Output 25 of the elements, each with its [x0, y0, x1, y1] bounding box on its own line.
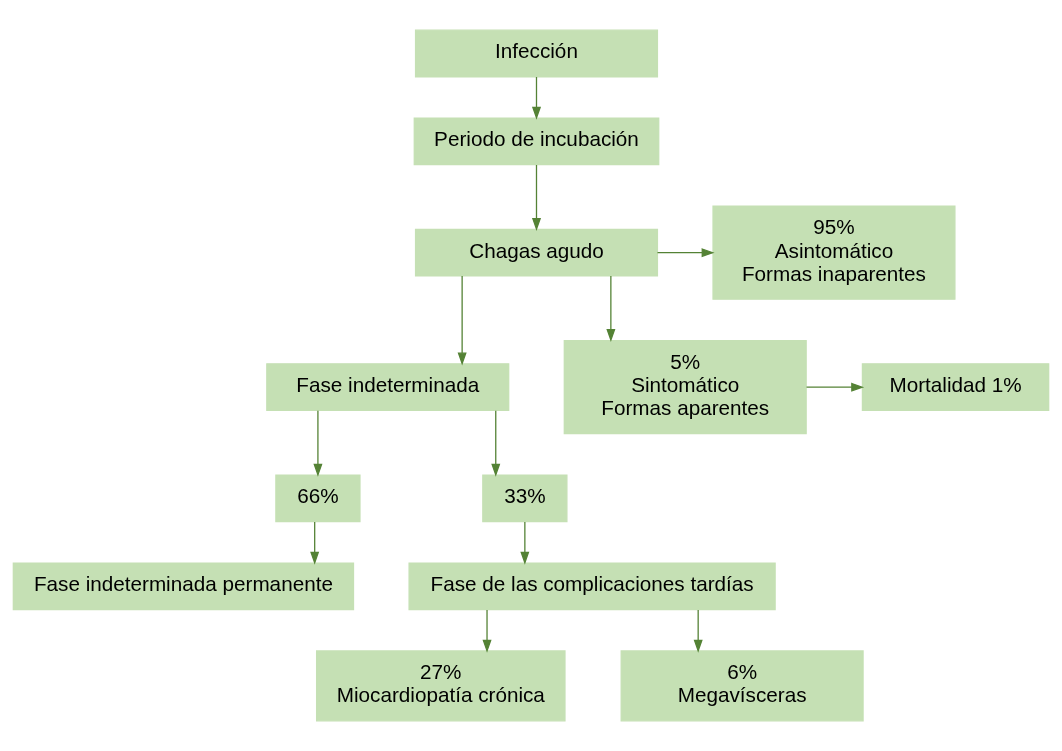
arrow — [693, 609, 703, 653]
node-box: Fase indeterminada permanente — [12, 562, 355, 611]
arrow — [531, 76, 542, 120]
node-box: 95% Asintomático Formas inaparentes — [712, 205, 956, 300]
arrow — [310, 521, 320, 565]
arrow — [531, 164, 542, 232]
arrow — [482, 609, 492, 653]
arrow — [313, 410, 323, 477]
arrow — [491, 410, 501, 477]
node-box: 27% Miocardiopatía crónica — [316, 650, 566, 722]
node-box: Chagas agudo — [414, 228, 659, 277]
node-box: Mortalidad 1% — [861, 363, 1050, 412]
arrow — [457, 275, 467, 366]
node-box: 6% Megavísceras — [620, 650, 864, 722]
node-box: Fase de las complicaciones tardías — [408, 562, 776, 611]
node-box: Infección — [414, 29, 659, 78]
node-box: Fase indeterminada — [266, 363, 510, 412]
arrow — [805, 382, 865, 392]
node-box: 33% — [482, 474, 568, 523]
arrow — [656, 248, 715, 258]
node-box: 5% Sintomático Formas aparentes — [563, 339, 807, 435]
arrow — [520, 521, 530, 565]
node-box: Periodo de incubación — [413, 117, 660, 166]
node-box: 66% — [275, 474, 361, 523]
arrow — [606, 275, 616, 342]
